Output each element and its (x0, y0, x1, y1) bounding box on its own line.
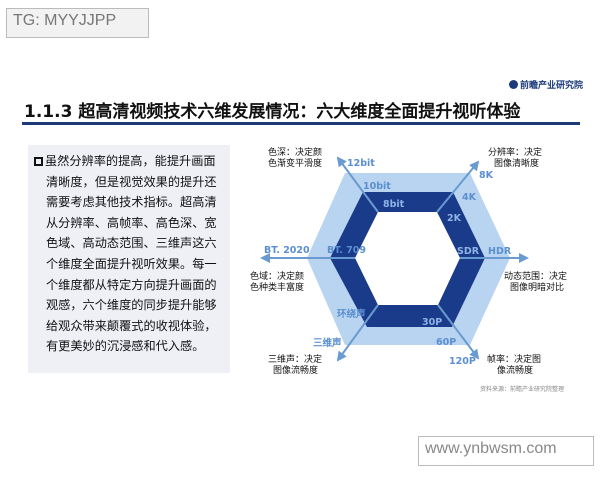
description-text: 虽然分辨率的提高，能提升画面清晰度，但是视觉效果的提升还需要考虑其他技术指标。超… (45, 154, 217, 354)
label-color-gamut: 色域：决定颜 (250, 270, 304, 282)
level-bt709: BT. 709 (327, 245, 366, 256)
inner-hexagon (355, 212, 460, 305)
label-frame-rate: 帧率：决定图 (487, 353, 541, 365)
level-8bit: 8bit (383, 199, 405, 210)
logo-icon (509, 80, 518, 89)
logo: 前瞻产业研究院 (509, 78, 583, 91)
label-frame-rate-2: 像流畅度 (497, 364, 533, 376)
label-dynamic-range: 动态范围：决定 (504, 270, 567, 282)
description-box: 虽然分辨率的提高，能提升画面清晰度，但是视觉效果的提升还需要考虑其他技术指标。超… (28, 145, 230, 373)
level-bt2020: BT. 2020 (264, 245, 310, 256)
level-60P: 60P (436, 337, 456, 348)
axis-resolution (436, 160, 480, 213)
axis-color-depth (336, 156, 379, 213)
level-surround: 环绕声 (337, 308, 366, 320)
label-color-gamut-2: 色种类丰富度 (250, 281, 304, 293)
level-4K: 4K (462, 192, 477, 203)
level-30P: 30P (422, 317, 442, 328)
bullet-icon (34, 157, 43, 166)
level-3d-audio: 三维声 (313, 337, 342, 349)
label-audio: 三维声：决定 (268, 353, 322, 365)
level-8K: 8K (479, 170, 494, 181)
page-title: 1.1.3 超高清视频技术六维发展情况：六大维度全面提升视听体验 (24, 102, 521, 122)
label-color-depth-2: 色渐变平滑度 (268, 157, 322, 169)
watermark-top-left: TG: MYYJJPP (6, 8, 149, 38)
watermark-bottom-right: www.ynbwsm.com (418, 436, 594, 466)
axis-frame-rate (437, 304, 480, 360)
label-audio-2: 图像流畅度 (273, 364, 318, 376)
label-color-depth: 色深：决定颜 (268, 146, 322, 158)
label-dynamic-range-2: 图像明暗对比 (510, 281, 564, 293)
level-10bit: 10bit (363, 181, 391, 192)
level-HDR: HDR (488, 246, 512, 257)
level-2K: 2K (447, 213, 462, 224)
source-note: 资料来源：前瞻产业研究院整理 (480, 386, 565, 393)
title-divider (22, 122, 580, 125)
level-120P: 120P (449, 356, 476, 367)
level-12bit: 12bit (347, 158, 375, 169)
axis-audio (336, 304, 379, 362)
label-resolution-2: 图像清晰度 (494, 157, 539, 169)
logo-text: 前瞻产业研究院 (520, 81, 584, 91)
label-resolution: 分辨率：决定 (488, 146, 542, 158)
level-SDR: SDR (457, 246, 480, 257)
